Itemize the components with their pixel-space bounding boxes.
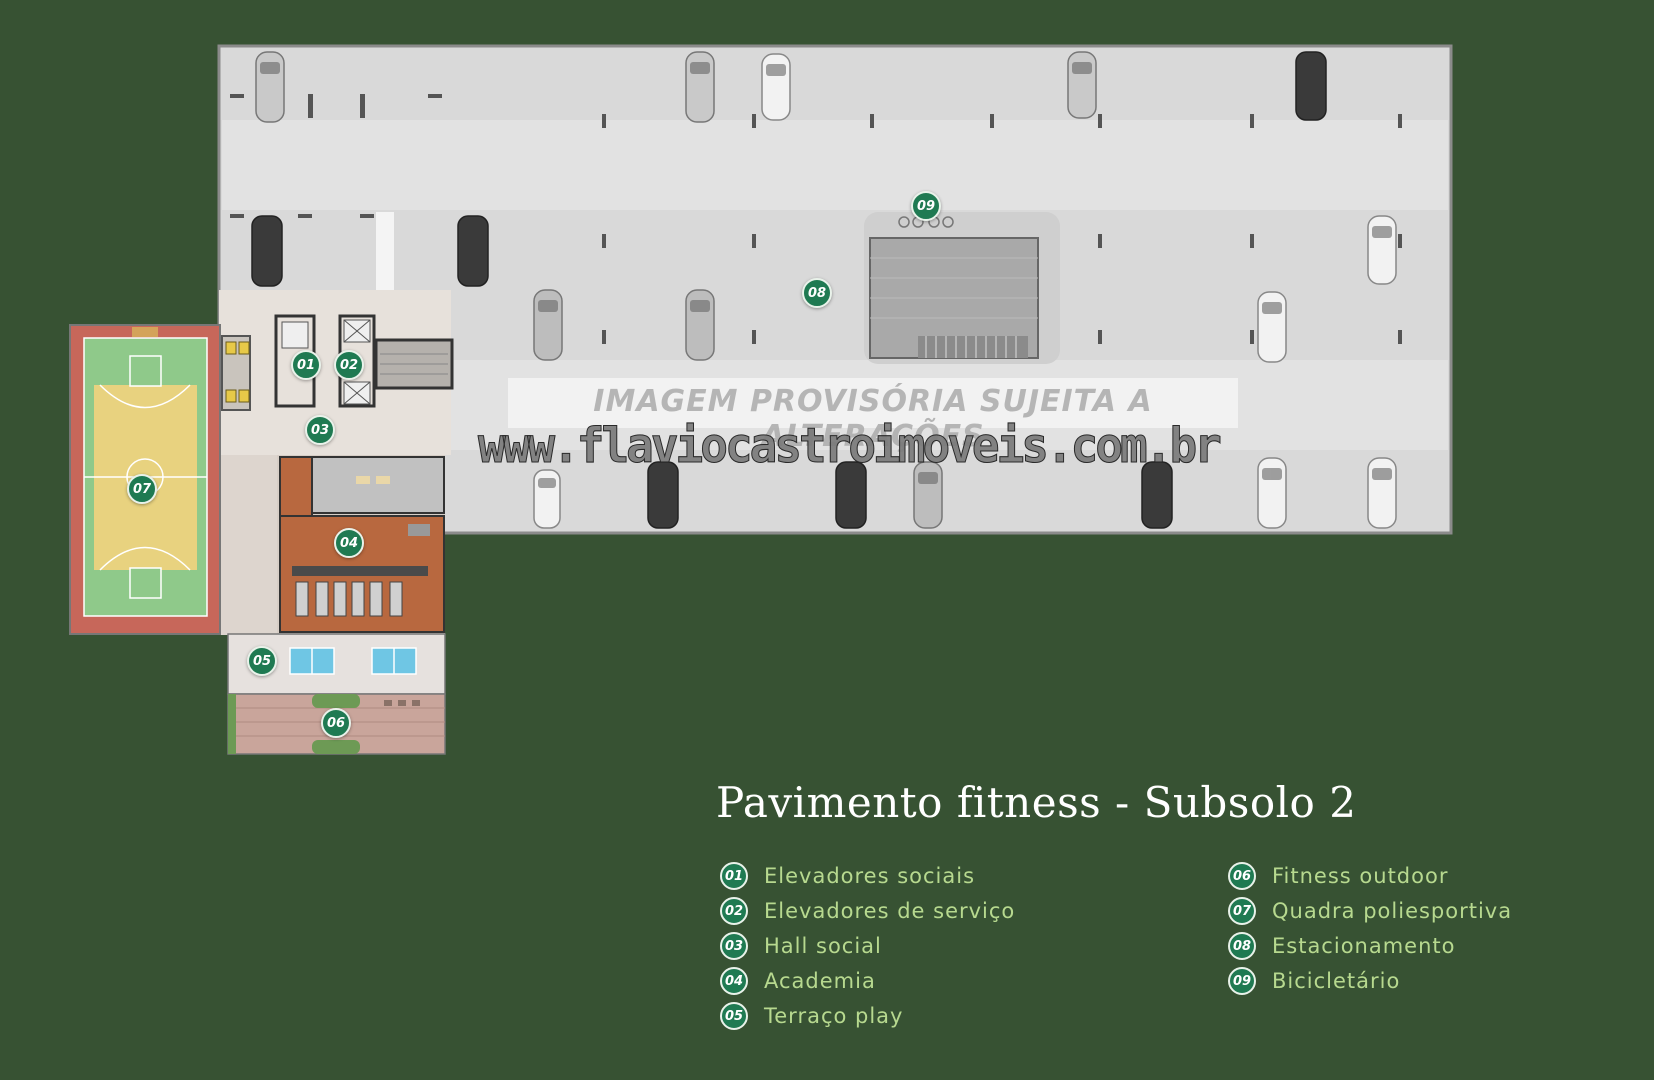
legend-badge: 07	[1228, 897, 1256, 925]
legend-badge: 08	[1228, 932, 1256, 960]
legend-badge: 04	[720, 967, 748, 995]
legend-label: Terraço play	[764, 1004, 904, 1028]
legend-item: 02 Elevadores de serviço	[720, 897, 1015, 925]
plan-marker-06: 06	[321, 708, 351, 738]
legend-badge: 06	[1228, 862, 1256, 890]
legend-badge: 01	[720, 862, 748, 890]
legend-item: 03 Hall social	[720, 932, 882, 960]
legend-item: 08 Estacionamento	[1228, 932, 1456, 960]
legend-item: 07 Quadra poliesportiva	[1228, 897, 1512, 925]
legend-item: 05 Terraço play	[720, 1002, 903, 1030]
legend-badge: 03	[720, 932, 748, 960]
watermark-url: www.flaviocastroimoveis.com.br	[478, 416, 1223, 474]
legend-label: Academia	[764, 969, 876, 993]
legend-label: Elevadores sociais	[764, 864, 976, 888]
legend-item: 04 Academia	[720, 967, 876, 995]
plan-marker-04: 04	[334, 528, 364, 558]
watermark-notice: IMAGEM PROVISÓRIA SUJEITA A ALTERAÇÕES	[593, 384, 1153, 454]
legend-label: Elevadores de serviço	[764, 899, 1016, 923]
parked-cars	[251, 51, 1397, 529]
legend-badge: 05	[720, 1002, 748, 1030]
legend-label: Bicicletário	[1272, 969, 1401, 993]
legend-item: 01 Elevadores sociais	[720, 862, 975, 890]
legend-label: Estacionamento	[1272, 934, 1456, 958]
plan-marker-01: 01	[291, 350, 321, 380]
legend-badge: 09	[1228, 967, 1256, 995]
page-title: Pavimento fitness - Subsolo 2	[716, 778, 1357, 827]
plan-marker-07: 07	[127, 474, 157, 504]
plan-marker-05: 05	[247, 646, 277, 676]
legend-label: Fitness outdoor	[1272, 864, 1449, 888]
plan-marker-02: 02	[334, 350, 364, 380]
watermark-banner	[508, 378, 1238, 428]
legend-label: Hall social	[764, 934, 882, 958]
legend-badge: 02	[720, 897, 748, 925]
plan-marker-08: 08	[802, 278, 832, 308]
legend-label: Quadra poliesportiva	[1272, 899, 1513, 923]
plan-marker-09: 09	[911, 191, 941, 221]
legend-item: 09 Bicicletário	[1228, 967, 1400, 995]
legend-item: 06 Fitness outdoor	[1228, 862, 1448, 890]
plan-marker-03: 03	[305, 415, 335, 445]
